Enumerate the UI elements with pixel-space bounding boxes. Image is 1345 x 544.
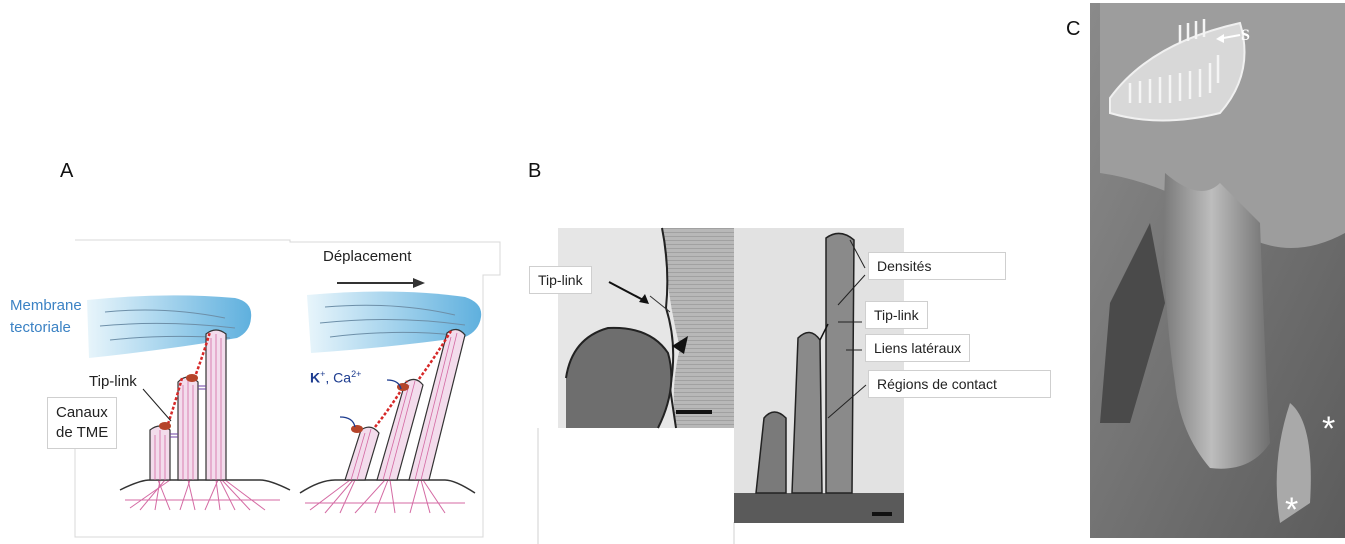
s-label: S [1241, 27, 1250, 45]
panel-c-letter: C [1066, 18, 1080, 41]
sem-image [1090, 3, 1345, 538]
asterisk-1: * [1322, 412, 1335, 446]
asterisk-2: * [1285, 493, 1298, 527]
